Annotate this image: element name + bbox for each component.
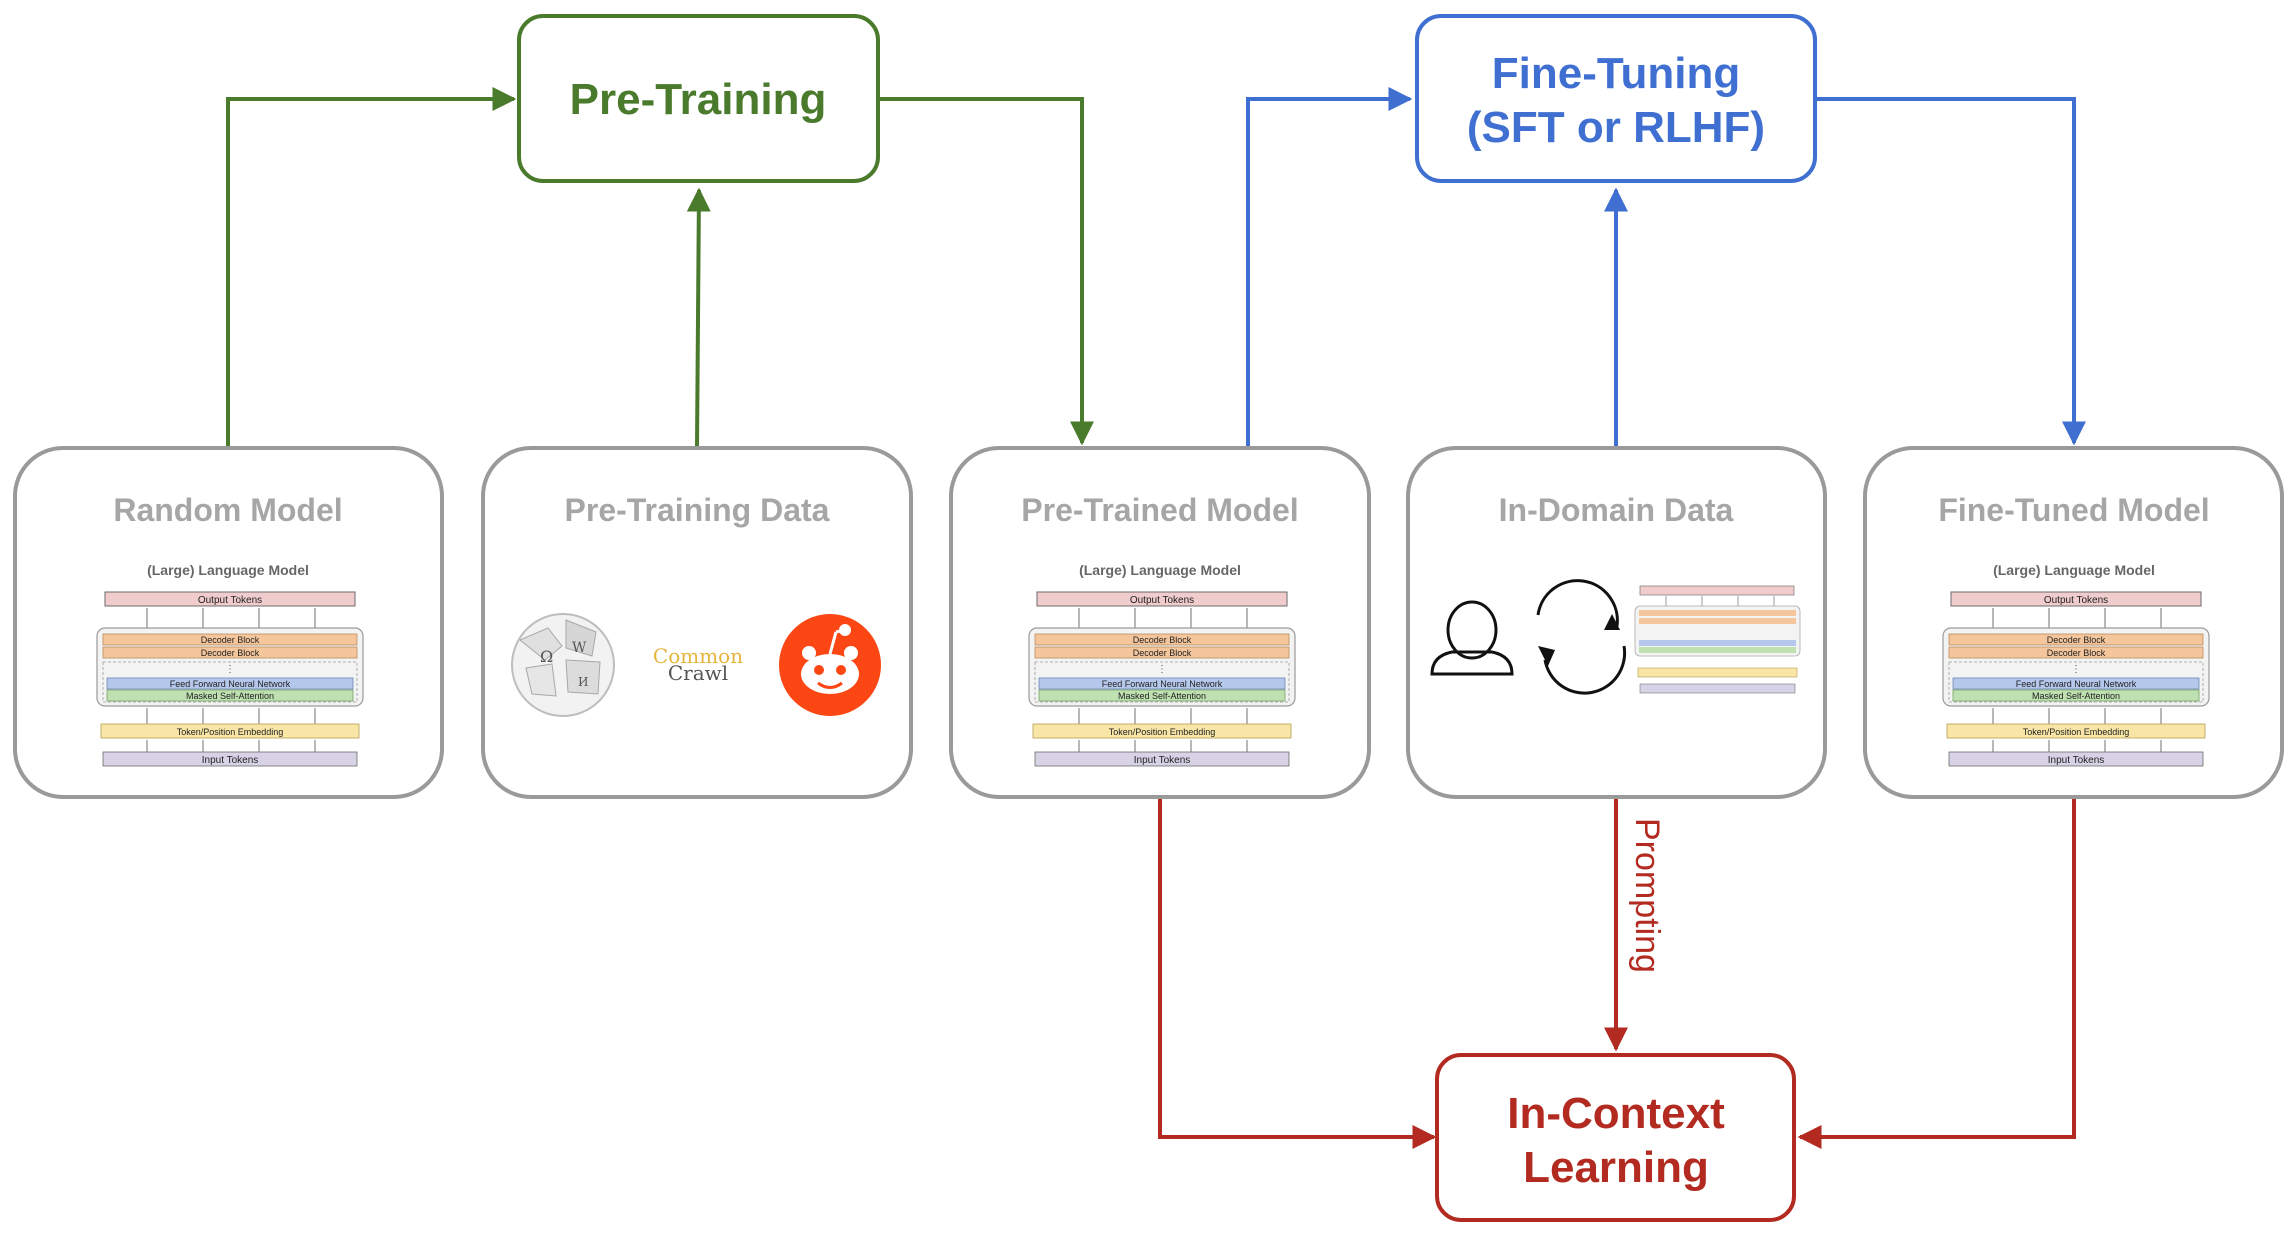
llm-output-tokens: Output Tokens — [2044, 595, 2108, 606]
edge-pretrained-to-finetuning — [1246, 87, 1413, 446]
llm-masked-attention: Masked Self-Attention — [2032, 691, 2120, 701]
svg-text:И: И — [578, 675, 588, 689]
edge-random-to-pretraining — [226, 87, 517, 446]
llm-embedding: Token/Position Embedding — [2023, 727, 2130, 737]
edge-finetuning-to-finetuned — [1816, 97, 2086, 446]
mini-llm-thumbnail — [1634, 585, 1801, 694]
prompting-label: Prompting — [1628, 818, 1666, 973]
llm-ellipsis: ⋮ — [225, 664, 235, 675]
llm-output-tokens: Output Tokens — [1130, 595, 1194, 606]
common-crawl-logo: Common Crawl — [653, 644, 743, 685]
llm-decoder-block: Decoder Block — [1133, 648, 1192, 658]
card-pretrained-model: Pre-Trained Model (Large) Language Model… — [949, 446, 1371, 799]
svg-text:W: W — [572, 640, 587, 656]
common-crawl-line2: Crawl — [668, 661, 728, 685]
llm-ffnn: Feed Forward Neural Network — [2016, 679, 2137, 689]
stage-pretraining: Pre-Training — [517, 14, 880, 183]
llm-ffnn: Feed Forward Neural Network — [170, 679, 291, 689]
llm-embedding: Token/Position Embedding — [177, 727, 284, 737]
llm-ffnn: Feed Forward Neural Network — [1102, 679, 1223, 689]
reddit-logo — [779, 614, 881, 716]
card-finetuned-model-title: Fine-Tuned Model — [1938, 492, 2209, 528]
common-crawl-line1: Common — [653, 644, 743, 668]
llm-output-tokens: Output Tokens — [198, 595, 262, 606]
llm-diagram: (Large) Language Model Output Tokens Dec… — [1942, 562, 2210, 767]
card-pretrained-model-title: Pre-Trained Model — [1021, 492, 1298, 528]
llm-embedding: Token/Position Embedding — [1109, 727, 1216, 737]
llm-diagram: (Large) Language Model Output Tokens Dec… — [96, 562, 364, 767]
card-pretraining-data: Pre-Training Data Ω W И Common Crawl — [481, 446, 913, 799]
stage-finetuning: Fine-Tuning (SFT or RLHF) — [1415, 14, 1817, 183]
llm-decoder-block: Decoder Block — [2047, 635, 2106, 645]
llm-input-tokens: Input Tokens — [202, 755, 259, 766]
llm-title: (Large) Language Model — [147, 562, 309, 578]
edge-finetuned-to-icl — [1797, 799, 2076, 1149]
card-random-model: Random Model (Large) Language Model Outp… — [13, 446, 444, 799]
llm-masked-attention: Masked Self-Attention — [186, 691, 274, 701]
card-indomain-data: In-Domain Data — [1406, 446, 1827, 799]
llm-ellipsis: ⋮ — [2071, 664, 2081, 675]
stage-icl-label-2: Learning — [1523, 1143, 1709, 1192]
user-icon — [1430, 600, 1514, 676]
llm-diagram: (Large) Language Model Output Tokens Dec… — [1028, 562, 1296, 767]
refresh-cycle-icon — [1536, 579, 1627, 695]
llm-input-tokens: Input Tokens — [2048, 755, 2105, 766]
llm-masked-attention: Masked Self-Attention — [1118, 691, 1206, 701]
llm-decoder-block: Decoder Block — [201, 648, 260, 658]
edge-pretraining-to-pretrained — [878, 97, 1094, 446]
card-pretraining-data-title: Pre-Training Data — [565, 492, 830, 528]
stage-in-context-learning: In-Context Learning — [1435, 1053, 1796, 1222]
llm-decoder-block: Decoder Block — [2047, 648, 2106, 658]
llm-ellipsis: ⋮ — [1157, 664, 1167, 675]
stage-icl-label-1: In-Context — [1507, 1089, 1725, 1138]
llm-input-tokens: Input Tokens — [1134, 755, 1191, 766]
stage-finetuning-label-2: (SFT or RLHF) — [1467, 103, 1765, 152]
edge-data-to-pretraining — [686, 187, 711, 447]
llm-decoder-block: Decoder Block — [1133, 635, 1192, 645]
card-random-model-title: Random Model — [113, 492, 342, 528]
card-indomain-data-title: In-Domain Data — [1499, 492, 1734, 528]
stage-finetuning-label-1: Fine-Tuning — [1492, 49, 1740, 98]
llm-title: (Large) Language Model — [1993, 562, 2155, 578]
svg-text:Ω: Ω — [540, 647, 553, 666]
llm-decoder-block: Decoder Block — [201, 635, 260, 645]
stage-pretraining-label: Pre-Training — [570, 75, 827, 124]
card-finetuned-model: Fine-Tuned Model (Large) Language Model … — [1863, 446, 2284, 799]
wikipedia-logo: Ω W И — [511, 613, 615, 717]
llm-title: (Large) Language Model — [1079, 562, 1241, 578]
edge-pretrained-to-icl — [1158, 799, 1437, 1149]
